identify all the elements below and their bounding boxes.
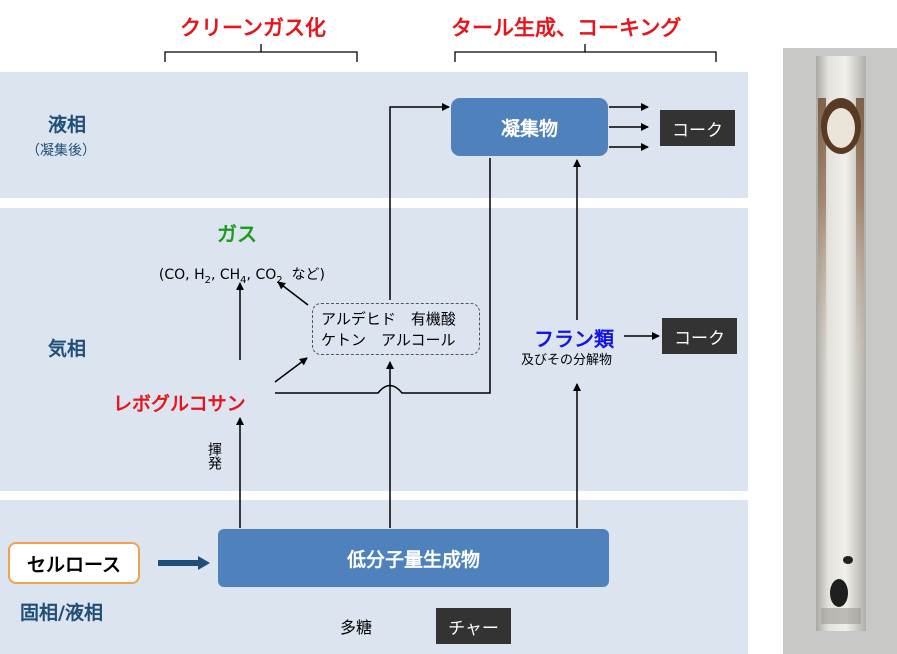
line-levoglucosan-to-condensate [275,158,491,394]
gas-h-subscript: 2 [204,274,211,286]
gas-ch-subscript: 4 [240,274,247,286]
coke-box-liquid: コーク [660,110,735,146]
brace-tar [454,44,717,62]
furans-sublabel: 及びその分解物 [521,353,613,368]
volatiles-box: アルデヒド 有機酸 ケトン アルコール [312,303,480,355]
low-mw-products-box: 低分子量生成物 [218,529,609,587]
cellulose-box: セルロース [8,542,140,584]
phase-liquid-label: 液相 [48,114,87,136]
reaction-tube-illustration [816,56,866,631]
levoglucosan-label: レボグルコサン [113,393,246,415]
gas-composition-part-2: , CH [210,267,241,283]
arrow-levoglucosan-to-volatiles [274,357,308,383]
header-tar-coking: タール生成、コーキング [451,16,682,40]
reaction-tube-photo [783,48,897,654]
volatiles-line-2: ケトン アルコール [321,331,456,349]
char-box: チャー [436,608,511,644]
gas-composition-part-1: (CO, H [158,267,205,283]
arrowhead-cellulose-to-lowmw [198,556,210,570]
polysaccharide-label: 多糖 [340,618,373,637]
condensate-box: 凝集物 [451,98,608,156]
phase-liquid-sublabel: （凝集後） [26,143,96,159]
gas-composition-part-4: など) [282,267,325,283]
arrow-volatiles-to-gas [277,281,309,306]
coke-box-gas: コーク [662,318,737,354]
gas-co2-subscript: 2 [276,274,283,286]
arrow-volatiles-to-condensate [389,103,450,300]
gas-composition: (CO, H2, CH4, CO2 など) [150,248,325,286]
header-clean-gas: クリーンガス化 [180,16,326,40]
gas-composition-part-3: , CO [246,267,277,283]
volatiles-line-1: アルデヒド 有機酸 [321,310,456,328]
brace-clean-gas [164,44,358,62]
volatilize-label: 揮発 [206,442,222,470]
gas-label: ガス [217,222,257,246]
liquid-phase-band [0,72,748,198]
phase-solid-liquid-label: 固相/液相 [20,602,103,624]
phase-gas-label: 気相 [48,338,87,360]
furans-label: フラン類 [534,327,614,351]
